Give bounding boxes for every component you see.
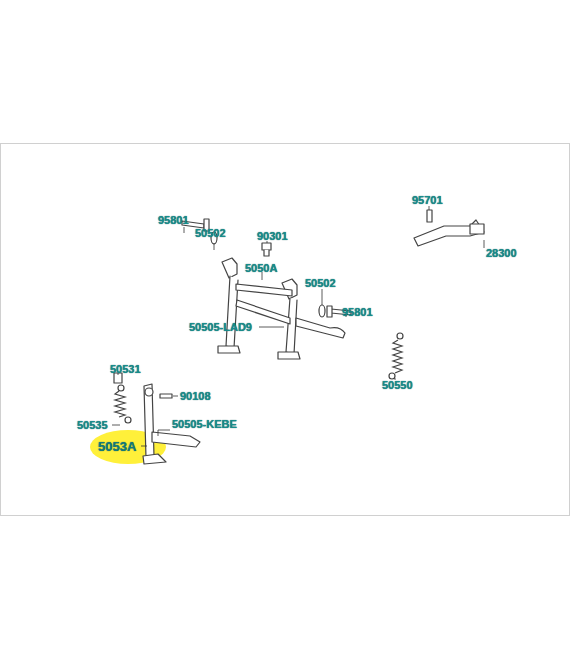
callout-number: 50502	[195, 228, 226, 239]
callout-number: 50505-LAD9	[189, 322, 252, 333]
callout-number: 90301	[257, 231, 288, 242]
callout-number: 90108	[180, 391, 211, 402]
callout-number: 50502	[305, 278, 336, 289]
callout-number: 95701	[412, 195, 443, 206]
callout-number: 5053A	[98, 440, 136, 453]
callout-number: 95801	[158, 215, 189, 226]
callout-number: 50550	[382, 380, 413, 391]
callout-number: 5050A	[245, 263, 277, 274]
callout-number: 50535	[77, 420, 108, 431]
callout-number: 50505-KEBE	[172, 419, 237, 430]
callout-number: 50531	[110, 364, 141, 375]
callout-number: 28300	[486, 248, 517, 259]
callout-number: 95801	[342, 307, 373, 318]
